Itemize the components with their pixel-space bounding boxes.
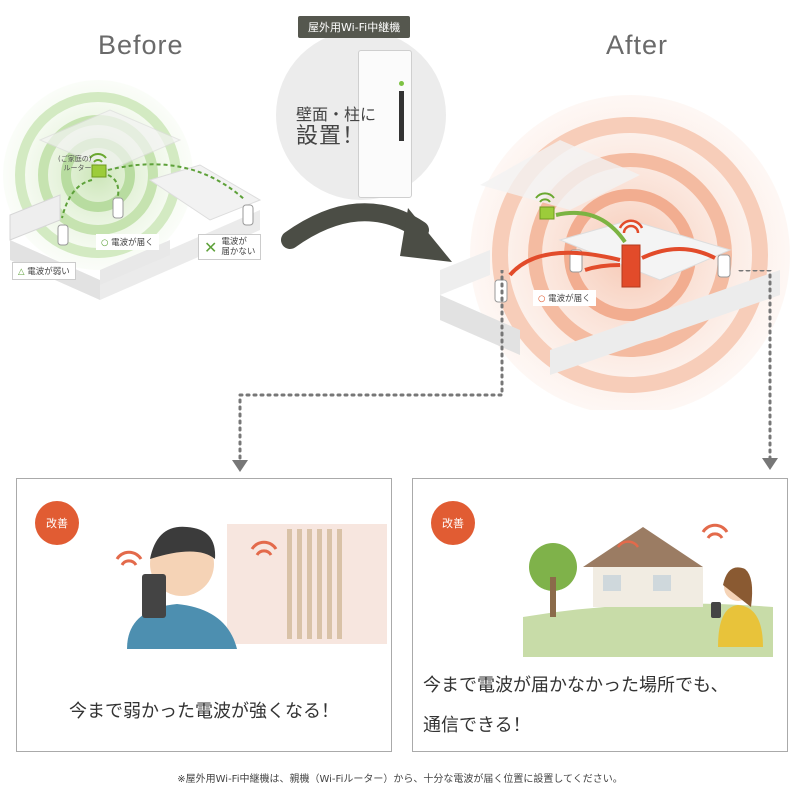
product-tag: 屋外用Wi-Fi中継機 xyxy=(298,16,411,38)
right-panel-text-1: 今まで電波が届かなかった場所でも、 xyxy=(423,675,729,696)
right-improvement-panel: 改善 今まで電波が届かなかった場所でも、 通信できる！ xyxy=(412,478,788,752)
repeater-device-image xyxy=(358,50,412,198)
after-illustration xyxy=(440,95,790,410)
improvement-badge: 改善 xyxy=(35,501,79,545)
man-with-phone-illustration xyxy=(115,524,387,649)
after-reach-label: ○ 電波が届く xyxy=(533,290,596,306)
after-heading: After xyxy=(606,30,669,60)
dotted-connectors xyxy=(232,270,778,472)
before-reach-label: ○ 電波が届く xyxy=(96,234,159,250)
circle-icon: ○ xyxy=(538,294,546,304)
left-panel-text: 今まで弱かった電波が強くなる！ xyxy=(69,701,339,722)
circle-icon: ○ xyxy=(101,238,109,248)
before-illustration xyxy=(3,80,262,300)
triangle-icon: △ xyxy=(18,267,25,277)
cross-icon: ✕ xyxy=(204,237,218,257)
router-label-small: (ご家庭の) xyxy=(58,155,92,163)
transition-arrow xyxy=(281,203,452,262)
improvement-badge: 改善 xyxy=(431,501,475,545)
footnote: ※屋外用Wi-Fi中継機は、親機（Wi-Fiルーター）から、十分な電波が届く位置… xyxy=(177,774,623,785)
no-reach-label: ✕ 電波が 届かない xyxy=(198,234,262,260)
weak-signal-label: △ 電波が弱い xyxy=(12,262,76,280)
router-label: ルーター xyxy=(63,164,92,172)
right-panel-text-2: 通信できる！ xyxy=(423,715,531,736)
house-woman-illustration xyxy=(523,523,773,657)
left-improvement-panel: 改善 今まで弱かった電波が強くなる！ xyxy=(16,478,392,752)
product-caption: 壁面・柱に 設置！ xyxy=(296,105,377,149)
before-heading: Before xyxy=(98,30,184,60)
